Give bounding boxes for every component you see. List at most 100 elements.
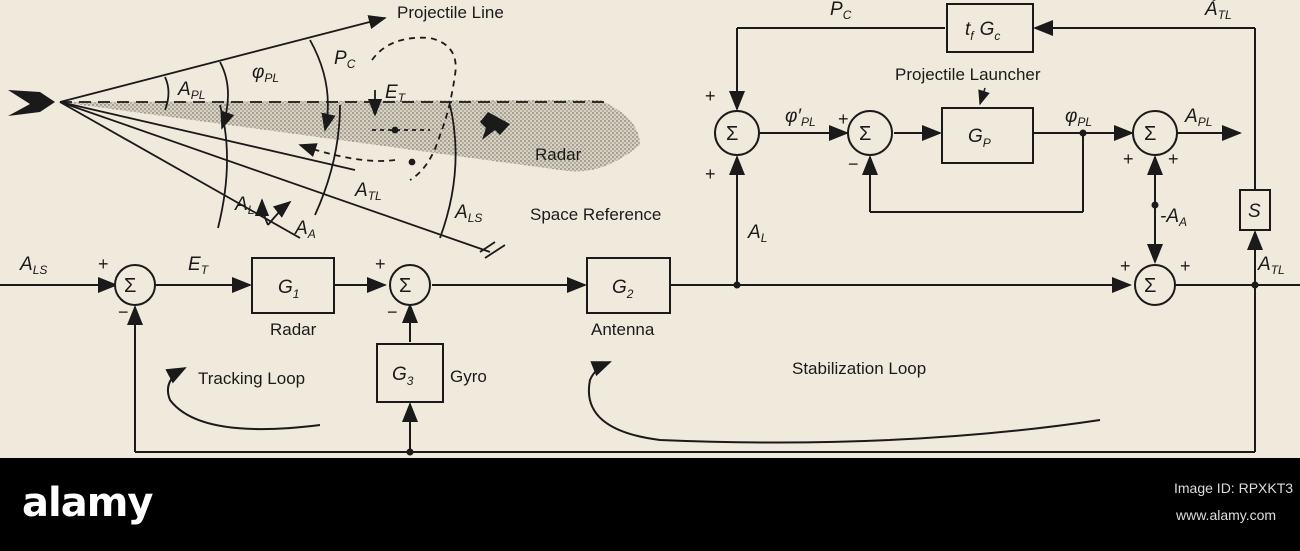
svg-text:ET: ET	[385, 82, 407, 105]
svg-text:Σ: Σ	[1144, 275, 1156, 297]
svg-text:Σ: Σ	[726, 123, 738, 145]
block-s: S	[1239, 189, 1271, 231]
svg-text:Σ: Σ	[124, 275, 136, 297]
arc-als	[439, 104, 457, 239]
arc-aa	[267, 200, 292, 226]
tracking-loop-label: Tracking Loop	[198, 369, 305, 388]
aircraft-left-icon	[8, 90, 55, 116]
tracking-loop-arrow	[165, 367, 321, 431]
junction-dots	[406, 129, 1259, 456]
block-diagram-svg: Projectile Line APL φPL PC ET Radar AL A…	[0, 0, 1300, 456]
signal-phi-label: φ	[1065, 106, 1077, 127]
sum-junction-3: Σ	[714, 110, 760, 156]
radar-beam-label: Radar	[535, 145, 582, 164]
svg-text:Σ: Σ	[859, 123, 871, 145]
sum-junction-5: Σ	[1132, 110, 1178, 156]
gp-caption: Projectile Launcher	[895, 65, 1041, 84]
svg-text:+: +	[705, 86, 716, 106]
svg-text:+: +	[838, 109, 849, 129]
dashed-path-1	[371, 36, 457, 181]
loop-captions: Tracking Loop Stabilization Loop	[198, 359, 926, 388]
stabilization-loop-label: Stabilization Loop	[792, 359, 926, 378]
summing-junctions: Σ Σ Σ Σ Σ Σ	[114, 110, 1178, 306]
alamy-logo: alamy	[22, 480, 153, 526]
sum-junction-1: Σ	[114, 264, 156, 306]
footer-svg: alamy Image ID: RPXKT3 www.alamy.com	[22, 480, 1293, 526]
svg-text:φ′PL: φ′PL	[785, 106, 816, 129]
aircraft-target-icon	[480, 112, 510, 140]
svg-text:Σ: Σ	[1144, 123, 1156, 145]
svg-text:Σ: Σ	[399, 275, 411, 297]
junction-signs: + − + − + + + − + + + +	[98, 86, 1191, 322]
svg-text:+: +	[705, 164, 716, 184]
svg-text:−: −	[387, 302, 398, 322]
arc-atl	[314, 104, 341, 216]
signal-atl-dot-label: A	[1204, 0, 1218, 20]
svg-text:+: +	[1180, 256, 1191, 276]
pc-label: P	[334, 48, 347, 69]
svg-text:−: −	[118, 302, 129, 322]
arc-al	[217, 104, 228, 229]
sum-junction-2: Σ	[389, 264, 431, 306]
a-pl-label: A	[177, 79, 191, 100]
phi-pl-label: φ	[252, 62, 264, 83]
sum-junction-4: Σ	[847, 110, 893, 156]
ray-space-reference	[59, 101, 491, 253]
svg-text:G2: G2	[612, 277, 634, 301]
signal-et-label: E	[188, 254, 201, 275]
atl-label: A	[354, 180, 368, 201]
sum-junction-6: Σ	[1134, 264, 1176, 306]
svg-text:φPL: φPL	[1065, 106, 1092, 129]
svg-text:GP: GP	[968, 126, 991, 150]
svg-text:PC: PC	[334, 48, 356, 71]
svg-text:+: +	[1168, 149, 1179, 169]
svg-text:ET: ET	[188, 254, 210, 277]
svg-text:G3: G3	[392, 364, 414, 388]
svg-text:AA: AA	[294, 218, 316, 241]
svg-text:ALS: ALS	[19, 254, 47, 277]
g3-caption: Gyro	[450, 367, 487, 386]
signal-lines	[0, 20, 1300, 453]
signal-apl-label: A	[1184, 106, 1198, 127]
site-url: www.alamy.com	[1175, 507, 1276, 523]
signal-labels: ALS ET AL PC ATL φ′PL φPL APL -AA ATL	[19, 0, 1285, 277]
svg-text:+: +	[1120, 256, 1131, 276]
space-reference-label: Space Reference	[530, 205, 661, 224]
stabilization-loop-arrow	[587, 361, 1101, 444]
block-g1: G1 Radar	[251, 257, 335, 339]
et-label: E	[385, 82, 398, 103]
svg-text:APL: APL	[1184, 106, 1212, 129]
dashed-path-2	[298, 143, 396, 162]
svg-text:S: S	[1248, 201, 1261, 222]
svg-text:AL: AL	[234, 194, 254, 217]
svg-text:−: −	[848, 154, 859, 174]
svg-text:ATL: ATL	[1204, 0, 1232, 22]
svg-text:APL: APL	[177, 79, 205, 102]
block-g3: G3 Gyro	[376, 343, 487, 403]
als-geom-label: A	[454, 202, 468, 223]
g2-caption: Antenna	[591, 320, 655, 339]
input-als-label: A	[19, 254, 33, 275]
signal-neg-aa-label: -A	[1160, 206, 1179, 227]
signal-atl-out-label: A	[1257, 254, 1271, 275]
block-diagram-figure: Projectile Line APL φPL PC ET Radar AL A…	[0, 0, 1300, 458]
svg-text:G1: G1	[278, 277, 299, 301]
svg-text:ATL: ATL	[354, 180, 382, 203]
geometry-labels: Projectile Line APL φPL PC ET Radar AL A…	[177, 3, 661, 241]
image-id-label: Image ID: RPXKT3	[1174, 480, 1293, 496]
svg-text:PC: PC	[830, 0, 852, 22]
svg-text:φPL: φPL	[252, 62, 279, 85]
aa-label: A	[294, 218, 308, 239]
svg-text:+: +	[98, 254, 109, 274]
svg-text:+: +	[1123, 149, 1134, 169]
signal-phi-prime-label: φ′	[785, 106, 802, 127]
transfer-blocks: G1 Radar G2 Antenna G3 Gyro GP Projectil…	[251, 3, 1271, 403]
signal-pc-label: P	[830, 0, 843, 20]
svg-text:ATL: ATL	[1257, 254, 1285, 277]
block-g2: G2 Antenna	[586, 257, 671, 339]
svg-text:AL: AL	[747, 222, 767, 245]
g1-caption: Radar	[270, 320, 317, 339]
